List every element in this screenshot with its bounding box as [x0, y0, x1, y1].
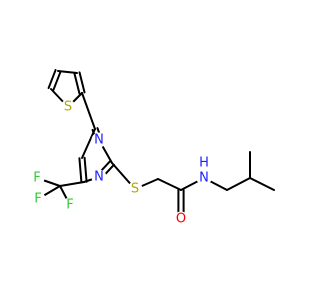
- atom-symbol: F: [66, 198, 73, 213]
- atom-label-background: [60, 99, 76, 115]
- atom-symbol: N: [94, 133, 104, 148]
- bond-p-c6-cf3: [59, 181, 85, 187]
- atom-f3: F: [30, 191, 46, 207]
- atom-f2: F: [62, 197, 78, 213]
- bond-ch2-c-carbonyl: [157, 178, 182, 191]
- bond-ch-ch3a: [249, 177, 275, 191]
- atom-o-carbonyl: O: [173, 211, 189, 227]
- atom-label-background: [30, 191, 46, 207]
- bond-t-c4-t-c5-b: [52, 70, 62, 91]
- atom-n-amide: N: [196, 170, 212, 186]
- atom-n-bottom: N: [91, 169, 107, 185]
- atom-symbol: F: [33, 171, 40, 186]
- bond-nch2-ch: [226, 177, 251, 191]
- bond-p-c5-p-c4: [81, 128, 96, 159]
- bond-t-c4-t-c5-a: [47, 69, 57, 90]
- atom-symbol: S: [64, 100, 72, 115]
- atom-symbol: H: [199, 156, 209, 171]
- atom-symbol: N: [94, 170, 104, 185]
- atom-label-background: [62, 197, 78, 213]
- atom-label-background: [91, 169, 107, 185]
- atom-s-thioether: S: [127, 181, 143, 197]
- atom-symbol: O: [176, 212, 186, 227]
- atom-symbol: N: [199, 171, 209, 186]
- bond-t-c2-p-c4: [81, 92, 96, 130]
- atom-label-background: [196, 170, 212, 186]
- bond-t-c2-t-c3-b: [73, 72, 81, 95]
- atom-symbol: F: [34, 192, 41, 207]
- bond-p-c6-p-c5-b: [78, 157, 83, 184]
- bond-p-c6-p-c5-a: [83, 156, 88, 183]
- bond-t-c2-t-c3-a: [78, 71, 86, 94]
- atom-h-amide: H: [196, 155, 212, 171]
- atom-f1: F: [29, 170, 45, 186]
- atom-label-background: [127, 181, 143, 197]
- atom-n-top: N: [91, 132, 107, 148]
- atom-symbol: S: [131, 182, 139, 197]
- atom-label-background: [29, 170, 45, 186]
- atom-s-thiophene: S: [60, 99, 76, 115]
- atom-label-background: [196, 155, 212, 171]
- atom-label-background: [173, 211, 189, 227]
- atom-label-background: [91, 132, 107, 148]
